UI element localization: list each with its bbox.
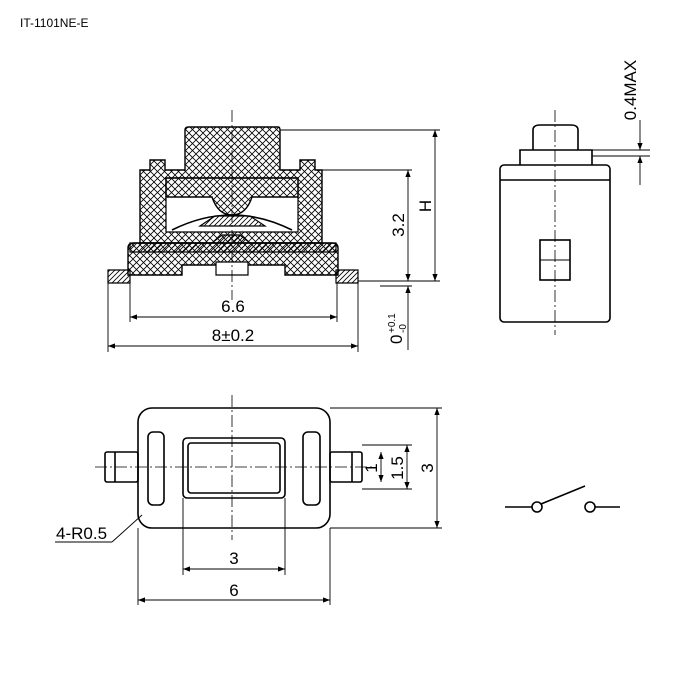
svg-text:+0.1: +0.1 [387,313,398,333]
terminal-width-label: 1.5 [388,456,407,480]
window-width-label: 3 [229,549,238,568]
svg-text:-0: -0 [398,324,409,333]
body-height-label: 3 [418,463,437,472]
switch-schematic-symbol [505,485,620,513]
standoff-tolerance-label: 0 +0.1 -0 [387,313,409,344]
contact-disc [198,215,267,227]
corner-radius-label: 4-R0.5 [56,524,107,543]
overall-width-label: 8±0.2 [212,326,254,345]
inner-width-label: 6.6 [221,297,245,316]
body-width-label: 6 [229,581,238,600]
slot-width-label: 1 [362,463,381,472]
part-number-title: IT-1101NE-E [20,16,89,30]
front-view: H 3.2 0 +0.1 -0 6.6 8±0.2 [107,110,440,352]
svg-text:0: 0 [387,335,406,344]
bottom-view: 1 1.5 3 4-R0.5 3 6 [55,395,442,605]
cap-protrusion-label: 0.4MAX [621,60,640,120]
switch-height-label: 3.2 [389,213,408,237]
side-view: 0.4MAX [499,60,650,335]
height-label: H [416,200,435,212]
